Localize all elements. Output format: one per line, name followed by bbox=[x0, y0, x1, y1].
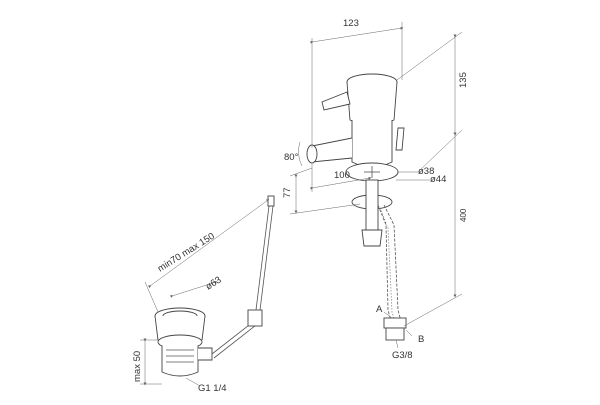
dim-total-height: 400 bbox=[459, 208, 468, 222]
dim-thread-drain: G1 1/4 bbox=[198, 383, 227, 394]
dimension-lines bbox=[140, 22, 463, 387]
dim-drain-range: min70 max 150 bbox=[156, 231, 217, 275]
dim-d1: ø38 bbox=[418, 166, 434, 177]
faucet-body bbox=[306, 73, 405, 247]
dim-drain-diam: ø63 bbox=[204, 275, 224, 293]
dim-drain-max: max 50 bbox=[132, 351, 143, 382]
dim-spout-reach: 123 bbox=[343, 18, 359, 29]
label-a: A bbox=[376, 304, 383, 315]
dim-spout-drop: 77 bbox=[282, 187, 293, 198]
dim-spout-len: 100 bbox=[334, 170, 350, 181]
dim-d2: ø44 bbox=[430, 174, 446, 185]
dim-thread-hose: G3/8 bbox=[392, 350, 413, 361]
label-b: B bbox=[418, 334, 424, 345]
drain-assembly bbox=[154, 195, 275, 377]
dim-spout-angle: 80° bbox=[284, 152, 299, 163]
supply-hoses bbox=[377, 204, 407, 341]
dim-height-top: 135 bbox=[458, 72, 469, 88]
